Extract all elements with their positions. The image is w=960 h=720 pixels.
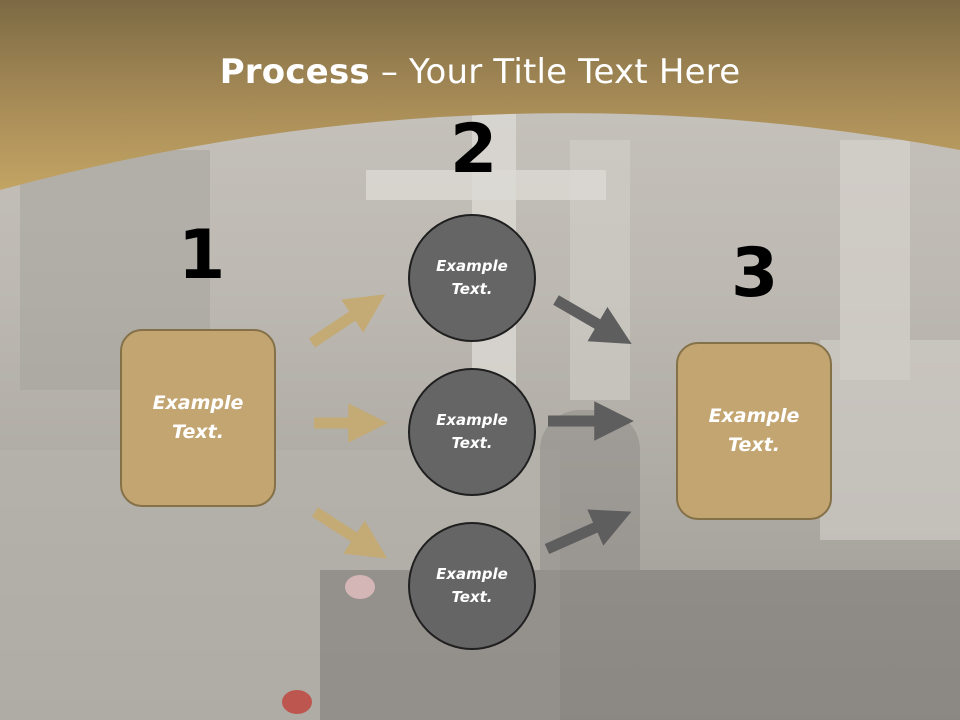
arrow-circle-bottom-to-box3: [544, 509, 632, 555]
bg-monument-right-base: [820, 340, 960, 540]
step-box-1-text: Example Text.: [152, 392, 244, 443]
slide-title: Process – Your Title Text Here: [0, 52, 960, 92]
circle-middle-text: Example Text.: [436, 411, 508, 452]
circle-top: Example Text.: [408, 214, 536, 342]
bg-flower-red: [282, 690, 312, 714]
circle-bottom-text: Example Text.: [436, 565, 508, 606]
step-number-3: 3: [731, 234, 779, 313]
step-box-3-text: Example Text.: [708, 405, 800, 456]
arrow-circle-top-to-box3: [553, 295, 632, 344]
bg-flower-pink: [345, 575, 375, 599]
circle-bottom: Example Text.: [408, 522, 536, 650]
circle-top-text: Example Text.: [436, 257, 508, 298]
step-number-1: 1: [178, 216, 226, 295]
step-number-2: 2: [450, 110, 498, 189]
arrow-box1-to-circle-top: [308, 294, 386, 348]
title-bold: Process: [219, 52, 370, 92]
step-box-1: Example Text.: [120, 329, 276, 507]
title-rest: – Your Title Text Here: [369, 52, 741, 92]
circle-middle: Example Text.: [408, 368, 536, 496]
step-box-3: Example Text.: [676, 342, 832, 520]
arrow-box1-to-circle-bottom: [312, 507, 388, 559]
